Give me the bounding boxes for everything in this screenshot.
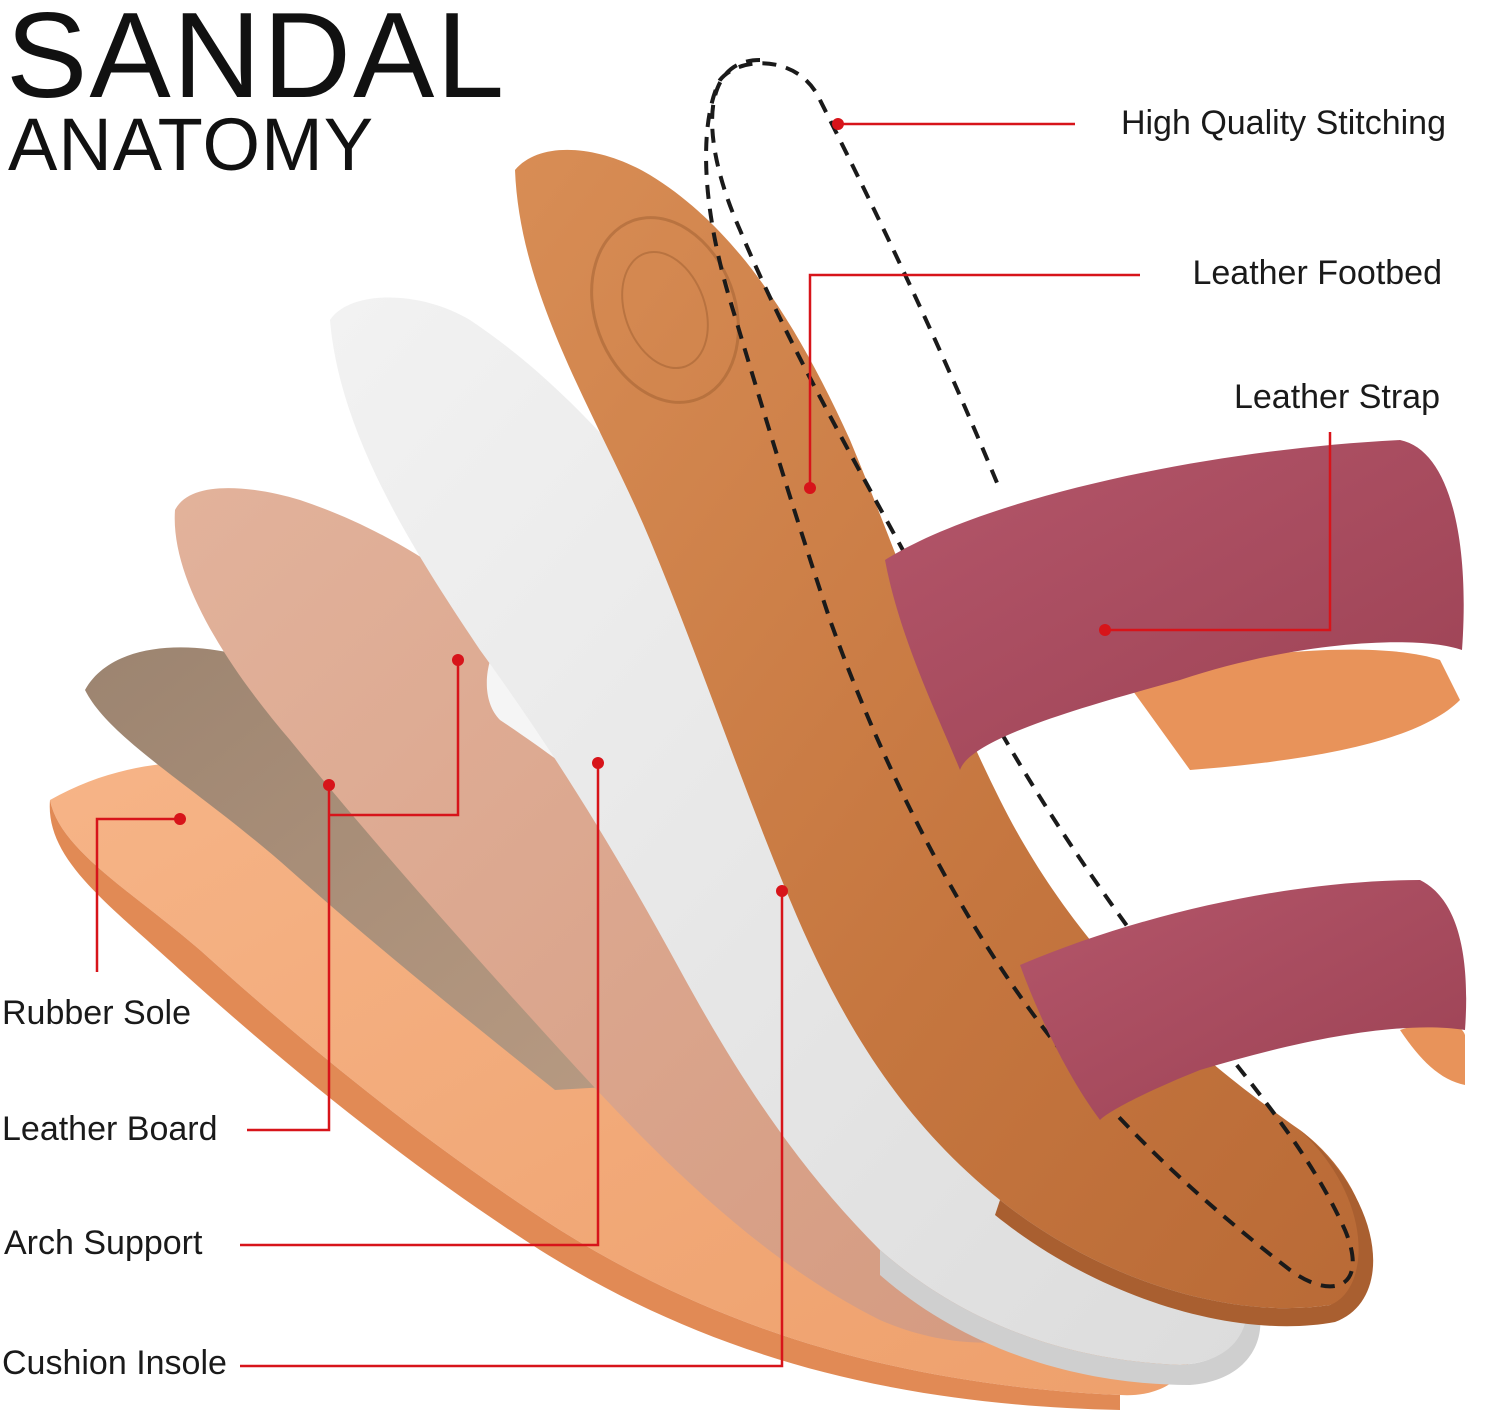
label-rubber-sole: Rubber Sole (2, 994, 192, 1032)
callout-strap (1105, 432, 1332, 632)
callout-cushion-insole (240, 891, 784, 1368)
callout-dot (804, 482, 816, 494)
label-leather-board: Leather Board (2, 1110, 218, 1148)
callout-dot (776, 885, 788, 897)
cushion-insole-edge (880, 1250, 1261, 1385)
label-arch-support: Arch Support (4, 1224, 203, 1262)
callout-board-branch (329, 660, 460, 817)
callout-arch-support (240, 763, 600, 1247)
callout-dot (832, 118, 844, 130)
callout-dots (174, 118, 1111, 897)
label-cushion-insole: Cushion Insole (2, 1344, 227, 1382)
callout-rubber-sole (95, 817, 180, 972)
label-strap: Leather Strap (1233, 378, 1440, 416)
label-footbed: Leather Footbed (1192, 254, 1442, 292)
title-line-2: ANATOMY (8, 103, 375, 186)
label-stitching: High Quality Stitching (1120, 104, 1446, 142)
callout-footbed (808, 273, 1140, 488)
leather-strap-bottom (1020, 880, 1467, 1120)
leather-footbed-edge (995, 1130, 1374, 1327)
callout-lines (95, 122, 1332, 1368)
callout-dot (323, 779, 335, 791)
callout-dot (452, 654, 464, 666)
leather-strap-top-lining (1125, 649, 1460, 770)
embossed-logo (590, 216, 740, 404)
dashed-stitch-line (704, 58, 1355, 1289)
leather-strap-top (885, 440, 1464, 770)
callout-leather-board (247, 785, 331, 1132)
callout-dot (174, 813, 186, 825)
leather-strap-bottom-lining (1400, 1023, 1465, 1085)
callout-dot (1099, 624, 1111, 636)
callout-dot (592, 757, 604, 769)
title-line-1: SANDAL (6, 0, 507, 123)
